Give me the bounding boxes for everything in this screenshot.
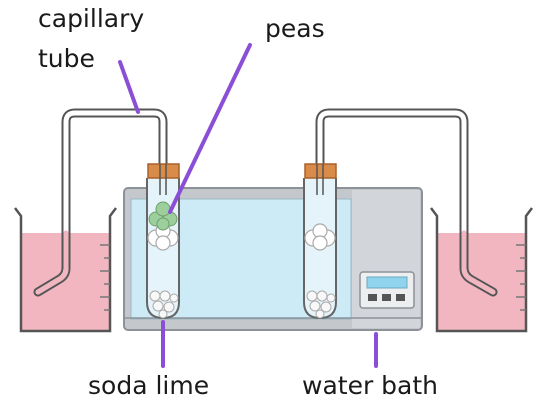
- water-bath-screen: [366, 276, 408, 289]
- left-capillary-tube: [33, 108, 168, 297]
- soda-lime-granules: [149, 290, 179, 319]
- peas-pointer-line: [168, 43, 252, 214]
- right-beaker-scale: [516, 244, 526, 311]
- capillary-tube-label-line1: capillary: [38, 4, 144, 33]
- water-bath-label: water bath: [302, 371, 438, 400]
- cotton-wool-plug: [147, 223, 179, 251]
- soda-lime-label: soda lime: [88, 371, 209, 400]
- left-test-tube: [146, 163, 180, 320]
- pointer-lines: [118, 43, 378, 368]
- peas-cluster: [148, 201, 178, 231]
- right-beaker-outline: [430, 207, 533, 333]
- left-beaker-scale: [100, 244, 110, 311]
- right-capillary-tube: [315, 108, 498, 297]
- water-bath-button: [396, 294, 405, 301]
- capillary-pointer-line: [118, 60, 140, 114]
- soda-lime-granules: [306, 290, 336, 319]
- water-bath-button: [368, 294, 377, 301]
- right-test-tube: [303, 163, 337, 320]
- water-bath-button: [382, 294, 391, 301]
- cotton-wool-plug: [304, 223, 336, 251]
- right-stopper: [304, 163, 337, 179]
- left-beaker-outline: [14, 207, 117, 333]
- capillary-tube-label-line2: tube: [38, 44, 95, 73]
- peas-label: peas: [265, 14, 325, 43]
- right-beaker: [430, 207, 533, 333]
- left-stopper: [147, 163, 180, 179]
